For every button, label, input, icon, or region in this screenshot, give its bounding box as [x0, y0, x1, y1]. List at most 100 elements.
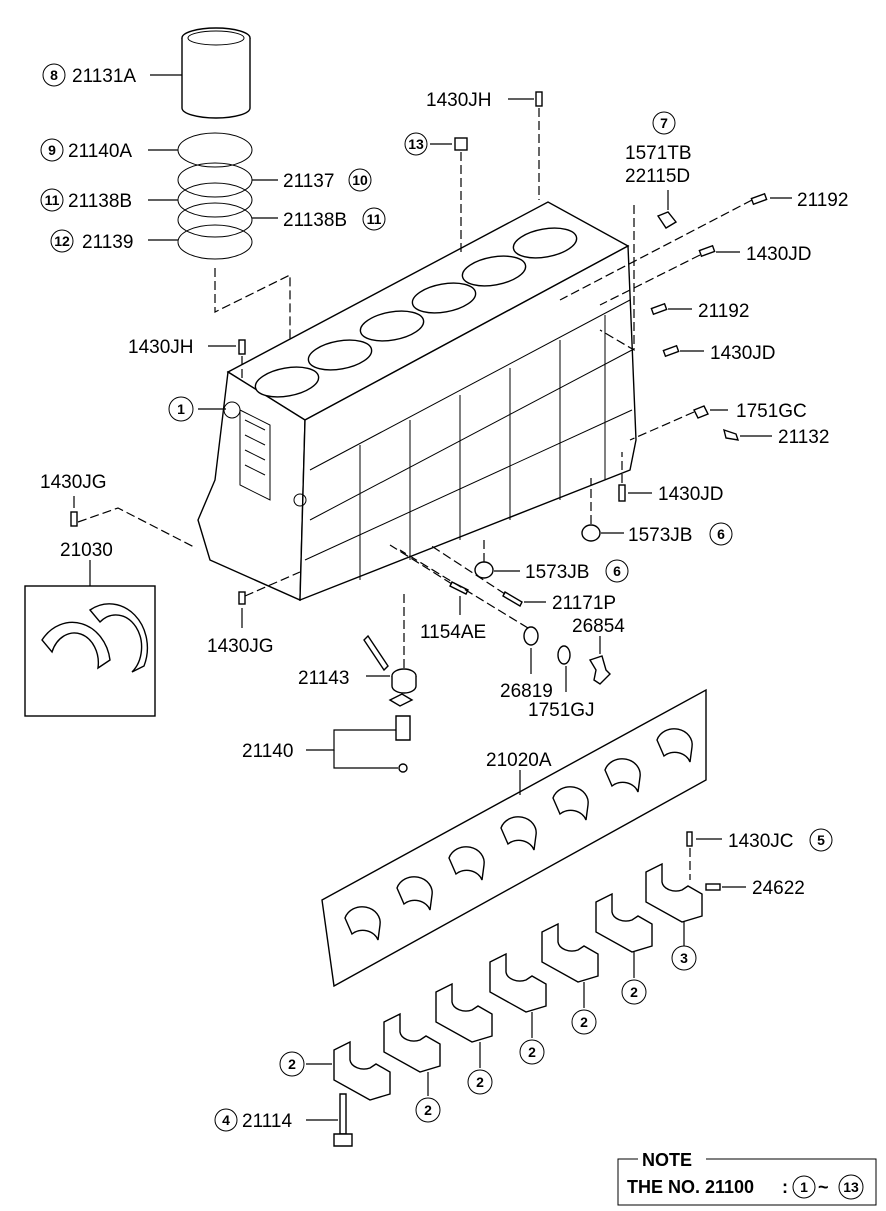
label-21138B-right: 21138B: [283, 210, 347, 231]
cylinder-block: [197, 201, 637, 602]
label-21138B-left: 21138B: [68, 191, 132, 212]
svg-text:4: 4: [222, 1112, 230, 1128]
dowel-pin-1430JD-c: [618, 484, 626, 502]
pin-1430JC: [686, 831, 693, 847]
svg-text:8: 8: [50, 67, 58, 83]
callout-7: 7: [652, 111, 676, 135]
note-range-from: 1: [800, 1179, 808, 1195]
svg-text:2: 2: [528, 1044, 536, 1060]
callout-4: 4: [214, 1108, 238, 1132]
label-1573JB-b: 1573JB: [525, 562, 589, 583]
note-text: THE NO. 21100: [627, 1177, 754, 1197]
label-21137: 21137: [283, 171, 334, 192]
label-1430JH-left: 1430JH: [128, 337, 194, 358]
cylinder-liner: [181, 27, 251, 119]
svg-text:6: 6: [613, 563, 621, 579]
label-21132: 21132: [778, 427, 829, 448]
cap-plug-1573JB-a: [581, 524, 601, 542]
thrust-washer-kit: [24, 585, 156, 717]
label-1571TB: 1571TB: [625, 143, 692, 164]
callout-1: 1: [168, 396, 194, 422]
label-26819: 26819: [500, 681, 553, 702]
callout-3: 3: [671, 945, 697, 971]
label-21139: 21139: [82, 232, 133, 253]
svg-text:12: 12: [54, 233, 70, 249]
note-colon: :: [782, 1177, 788, 1197]
plug-1751GC: [693, 405, 709, 419]
label-21030: 21030: [60, 540, 113, 561]
label-1430JD-a: 1430JD: [746, 244, 812, 265]
svg-text:11: 11: [45, 192, 60, 208]
callout-6-a: 6: [709, 522, 733, 546]
label-1430JC: 1430JC: [728, 831, 794, 852]
stud-21171P: [502, 591, 523, 607]
bolt-21114: [333, 1093, 353, 1147]
label-1154AE: 1154AE: [420, 622, 486, 643]
label-1751GC: 1751GC: [736, 401, 807, 422]
dowel-pin-left: [238, 339, 246, 355]
plug-7: [656, 211, 678, 229]
callout-2-b: 2: [571, 1009, 597, 1035]
note-box: NOTE THE NO. 21100 : 1 ~ 13: [617, 1150, 877, 1206]
svg-text:13: 13: [408, 136, 424, 152]
svg-text:11: 11: [367, 211, 382, 227]
label-24622: 24622: [752, 878, 805, 899]
label-26854: 26854: [572, 616, 625, 637]
note-title: NOTE: [642, 1150, 692, 1170]
label-21131A: 21131A: [72, 66, 136, 87]
label-1573JB-a: 1573JB: [628, 525, 692, 546]
label-22115D: 22115D: [625, 166, 690, 187]
plug-13: [454, 137, 468, 151]
callout-8: 8: [42, 63, 66, 87]
bolt-21132: [723, 428, 740, 441]
callout-10: 10: [348, 168, 372, 192]
gasket-1751GJ: [557, 645, 571, 665]
callout-11-left: 11: [40, 188, 64, 212]
label-1430JG-top: 1430JG: [40, 472, 107, 493]
label-1430JD-c: 1430JD: [658, 484, 724, 505]
callout-2-e: 2: [415, 1097, 441, 1123]
callout-2-a: 2: [621, 979, 647, 1005]
callout-2-f: 2: [279, 1051, 305, 1077]
callout-12: 12: [50, 229, 74, 253]
pin-24622: [705, 883, 721, 891]
callout-2-d: 2: [467, 1069, 493, 1095]
label-21020A: 21020A: [486, 750, 552, 771]
oil-jet-21143: [363, 634, 417, 694]
callout-11-right: 11: [362, 207, 386, 231]
bolt-21140: [388, 693, 414, 773]
label-21192-b: 21192: [698, 301, 749, 322]
svg-text:5: 5: [817, 832, 825, 848]
bearing-caps: [333, 862, 703, 1101]
svg-text:6: 6: [717, 526, 725, 542]
label-21114: 21114: [242, 1111, 292, 1132]
pin-21192-a: [750, 192, 768, 206]
note-range-to: 13: [843, 1179, 859, 1195]
pin-1154AE: [449, 581, 469, 595]
svg-text:1: 1: [177, 401, 185, 417]
label-1430JH-top: 1430JH: [426, 90, 492, 111]
svg-text:10: 10: [352, 172, 368, 188]
label-21140A: 21140A: [68, 141, 132, 162]
svg-text:2: 2: [630, 984, 638, 1000]
svg-text:2: 2: [580, 1014, 588, 1030]
note-tilde: ~: [818, 1177, 829, 1197]
svg-text:9: 9: [48, 142, 56, 158]
plug-26854: [588, 655, 611, 685]
dowel-1430JG-bottom: [238, 591, 246, 605]
label-1430JG-bottom: 1430JG: [207, 636, 274, 657]
label-21192-a: 21192: [797, 190, 848, 211]
bearing-shells: [344, 728, 693, 941]
dowel-pin-top: [535, 91, 543, 107]
label-1430JD-b: 1430JD: [710, 343, 776, 364]
svg-text:2: 2: [424, 1102, 432, 1118]
svg-text:2: 2: [288, 1056, 296, 1072]
label-21140: 21140: [242, 741, 293, 762]
pin-21192-b: [650, 302, 668, 316]
svg-text:3: 3: [680, 950, 688, 966]
callout-13: 13: [404, 132, 428, 156]
dowel-1430JG-top: [70, 511, 78, 527]
pin-1430JD-b: [662, 344, 680, 358]
callout-9: 9: [40, 138, 64, 162]
